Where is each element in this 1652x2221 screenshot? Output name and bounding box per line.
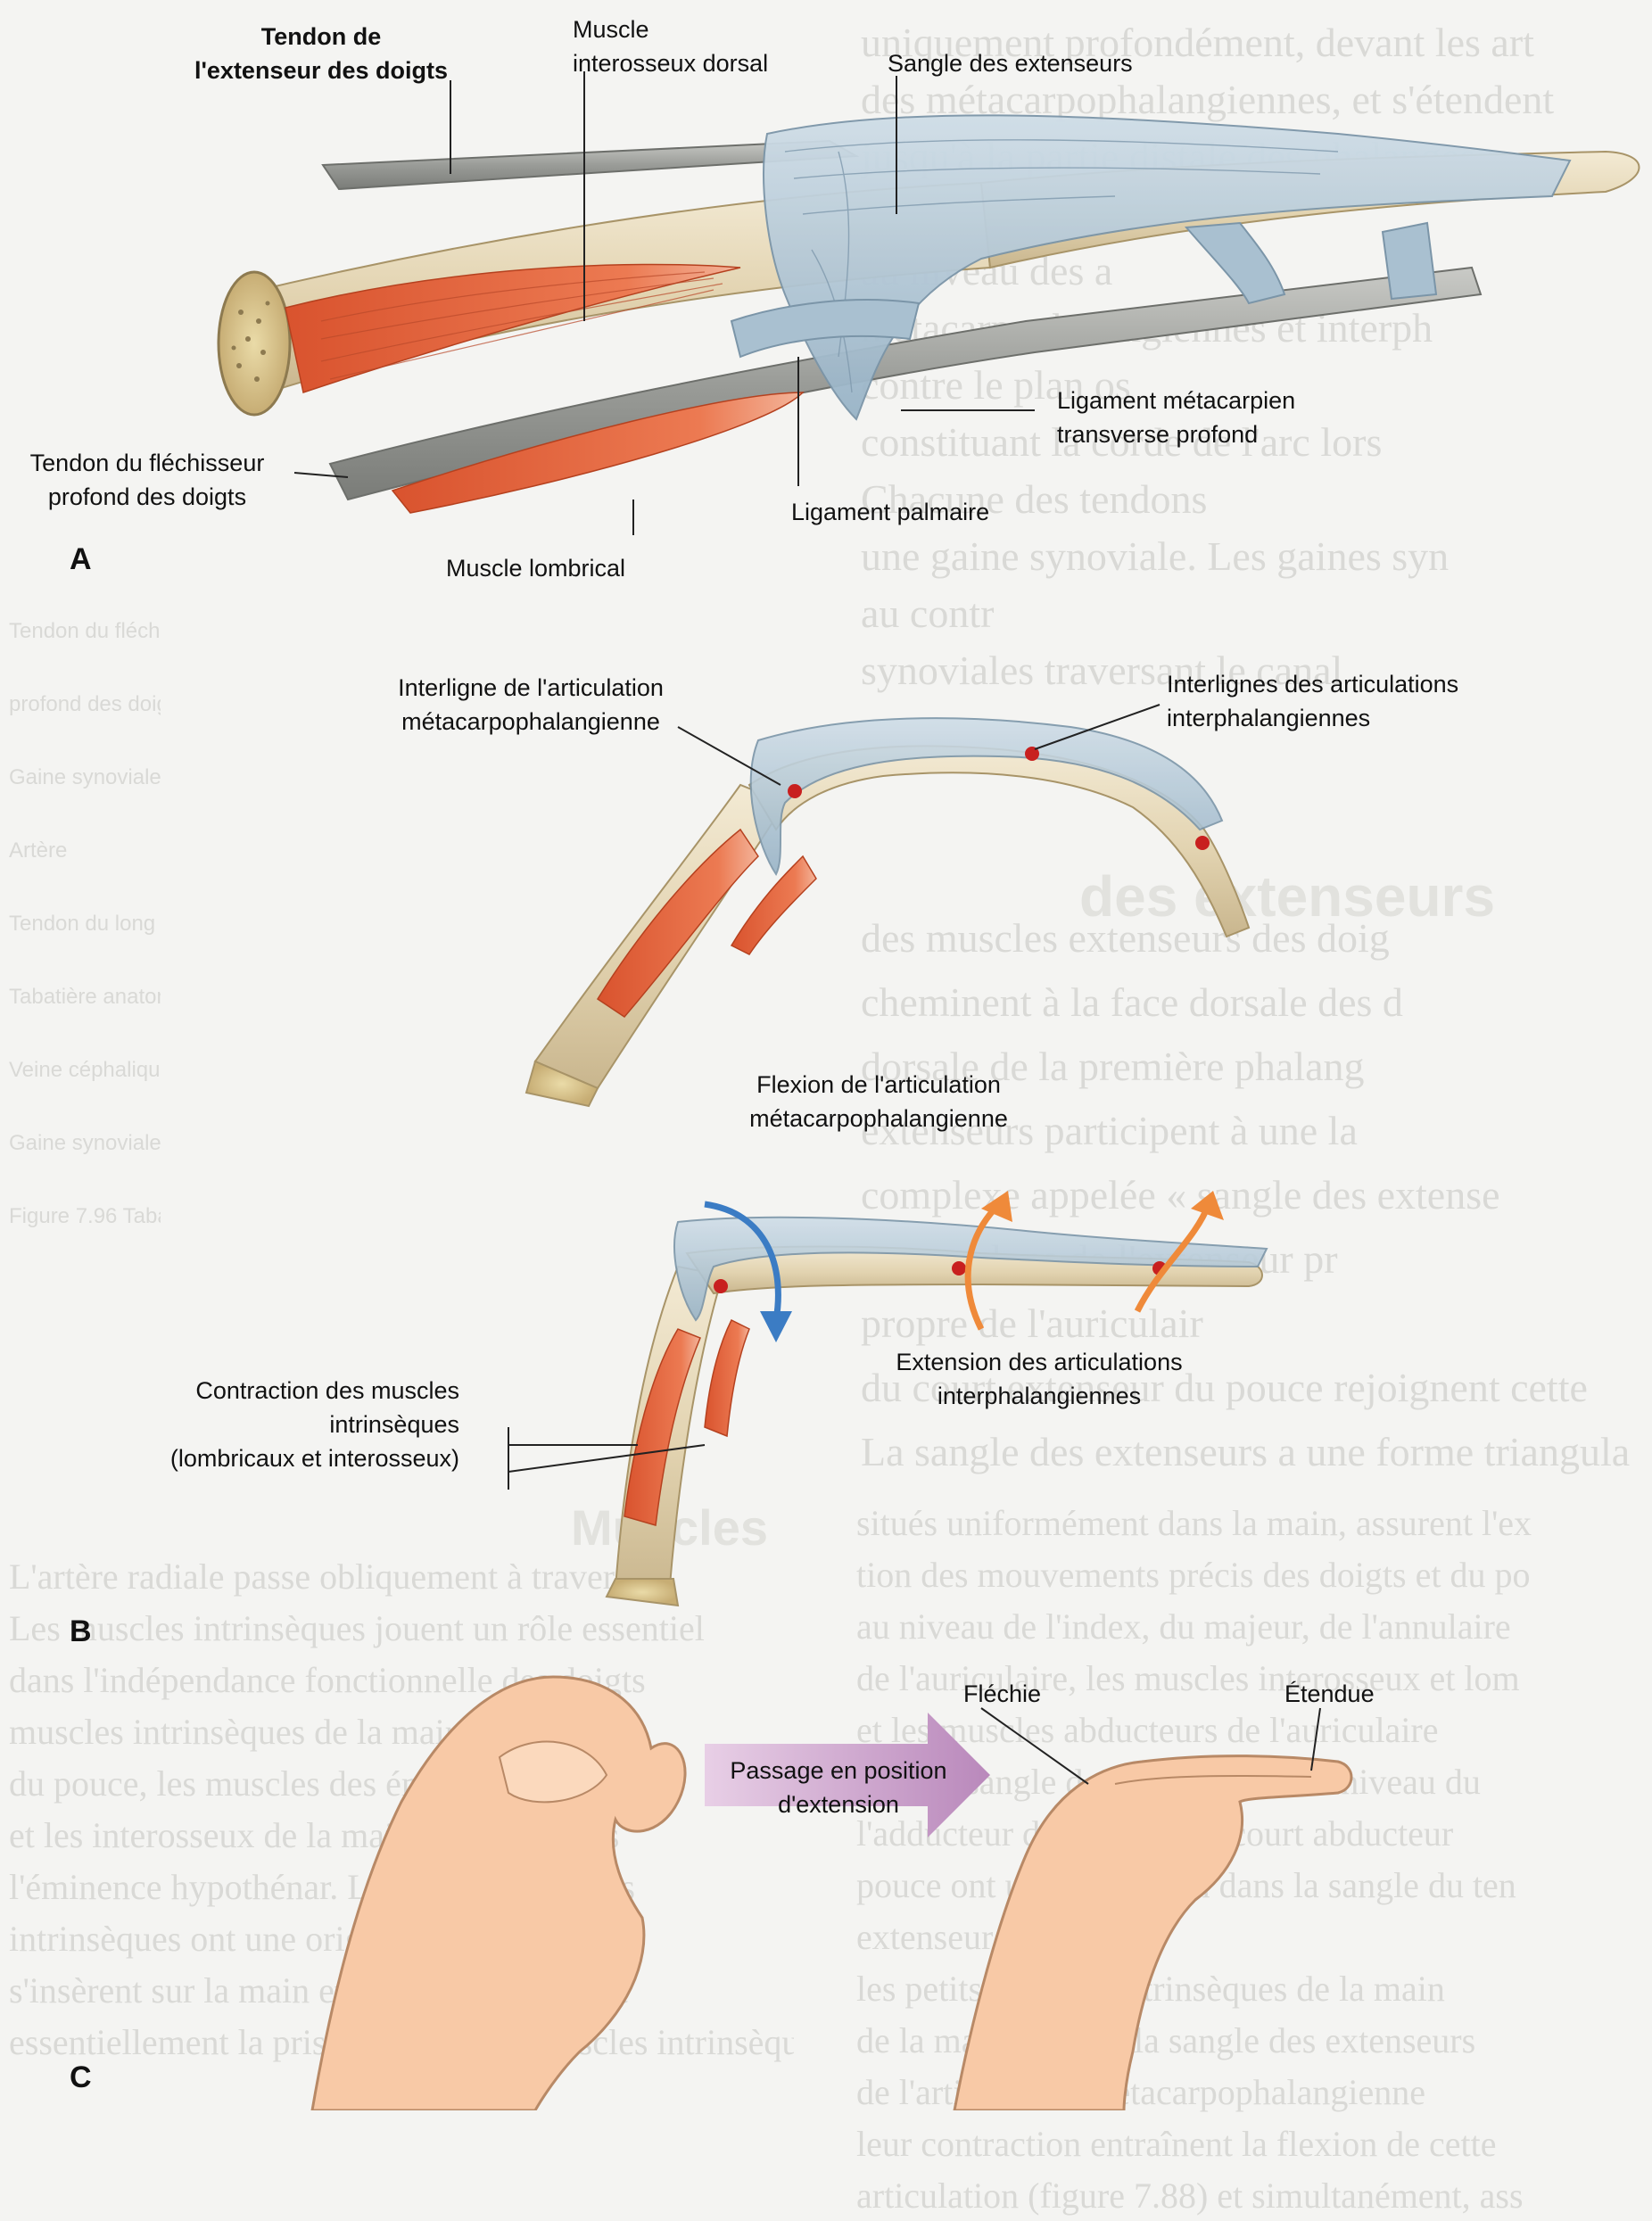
illustration-stage: des extenseurs Muscles uniquement profon… [0,0,1652,2110]
label-extensor-tendon: Tendon de l'extenseur des doigts [178,20,464,87]
flexed-hand [312,1677,685,2110]
label-interosseous-line2: interosseux dorsal [573,46,768,80]
label-interosseous-line1: Muscle [573,12,768,46]
label-interosseous: Muscle interosseux dorsal [573,12,768,80]
label-ip-joints-line2: interphalangiennes [1167,701,1458,735]
flexor-muscle-upper [598,830,758,1017]
label-extensor-tendon-line2: l'extenseur des doigts [178,54,464,87]
label-mcp-flexion-line1: Flexion de l'articulation [718,1068,1039,1102]
label-transition-line1: Passage en position [705,1754,972,1788]
palmar-ligament-shape [1186,223,1284,303]
panel-label-a: A [70,542,92,577]
background-line: articulation (figure 7.88) et simultaném… [856,2171,1641,2221]
extended-hand [954,1756,1351,2110]
label-flexor-tendon: Tendon du fléchisseur profond des doigts [9,446,285,514]
label-transition-line2: d'extension [705,1788,972,1821]
label-palmar-ligament: Ligament palmaire [791,495,989,529]
panel-label-b: B [70,1614,92,1649]
label-mcp-flexion-line2: métacarpophalangienne [718,1102,1039,1135]
label-flexed: Fléchie [963,1677,1041,1711]
label-lumbrical: Muscle lombrical [446,551,625,585]
label-flexor-tendon-line1: Tendon du fléchisseur [9,446,285,480]
label-extensor-tendon-line1: Tendon de [178,20,464,54]
label-ip-joints-line1: Interlignes des articulations [1167,667,1458,701]
label-mcp-flexion: Flexion de l'articulation métacarpophala… [718,1068,1039,1135]
label-mcp-joint: Interligne de l'articulation métacarpoph… [361,671,700,739]
label-ip-joints: Interlignes des articulations interphala… [1167,667,1458,735]
label-mcp-joint-line2: métacarpophalangienne [361,705,700,739]
label-transverse-ligament-line1: Ligament métacarpien [1057,384,1295,417]
label-intrinsic-contraction-line2: intrinsèques [116,1408,459,1441]
panel-b-upper-finger [526,718,1249,1106]
background-line: leur contraction entraînent la flexion d… [856,2119,1641,2169]
label-transition: Passage en position d'extension [705,1754,972,1821]
label-flexor-tendon-line2: profond des doigts [9,480,285,514]
label-transverse-ligament-line2: transverse profond [1057,417,1295,451]
label-intrinsic-contraction: Contraction des muscles intrinsèques (lo… [116,1374,459,1475]
dip-joint-dot [1195,836,1210,850]
mcp-joint-dot [788,784,802,798]
label-ip-extension: Extension des articulations interphalang… [879,1345,1200,1413]
panel-a-drawing [219,115,1640,513]
panel-c-hands [312,1677,1351,2110]
mcp-joint-dot-lower [714,1279,728,1293]
pip-joint-dot-lower [952,1261,966,1276]
label-ip-extension-line1: Extension des articulations [879,1345,1200,1379]
bone-cross-section [219,272,290,415]
label-intrinsic-contraction-line1: Contraction des muscles [116,1374,459,1408]
label-ip-extension-line2: interphalangiennes [879,1379,1200,1413]
label-extended: Étendue [1284,1677,1375,1711]
panel-label-c: C [70,2060,92,2095]
label-extensor-hood: Sangle des extenseurs [888,46,1133,80]
label-mcp-joint-line1: Interligne de l'articulation [361,671,700,705]
label-intrinsic-contraction-line3: (lombricaux et interosseux) [116,1441,459,1475]
label-transverse-ligament: Ligament métacarpien transverse profond [1057,384,1295,451]
